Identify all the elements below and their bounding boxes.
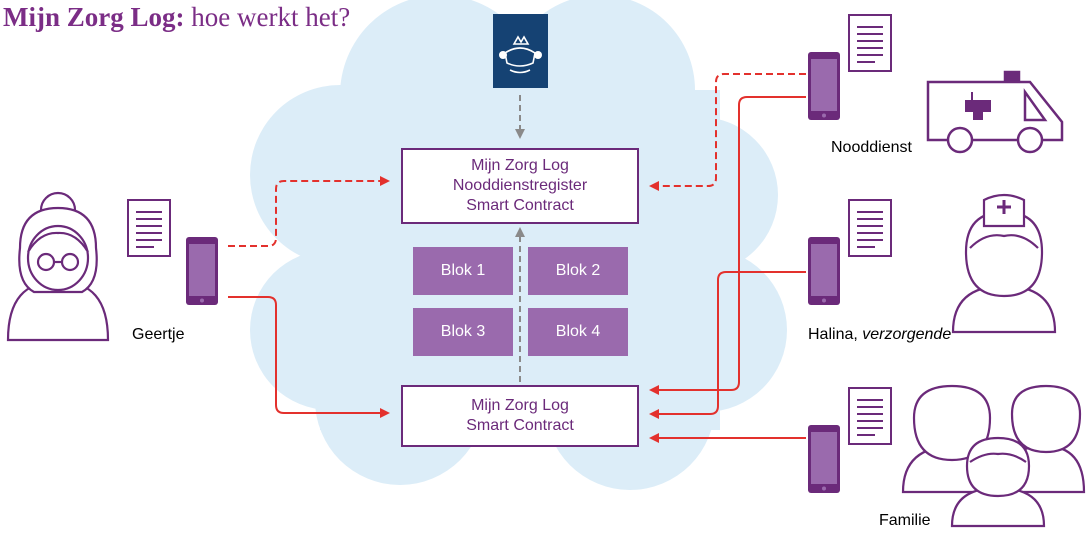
smartphone-icon (808, 237, 840, 305)
document-icon (848, 14, 892, 72)
nurse-icon (951, 193, 1057, 334)
registry-line-3: Smart Contract (466, 197, 574, 214)
registry-line-1: Mijn Zorg Log (471, 157, 569, 174)
title-rest: hoe werkt het? (184, 2, 351, 32)
contract-line-2: Smart Contract (466, 417, 574, 434)
block-4: Blok 4 (528, 308, 628, 356)
document-icon (848, 387, 892, 445)
registry-line-2: Nooddienstregister (452, 177, 588, 194)
label-halina-role: verzorgende (862, 326, 952, 343)
label-halina-name: Halina, (808, 326, 858, 343)
label-nooddienst: Nooddienst (831, 139, 912, 156)
family-icon (901, 384, 1086, 528)
smartphone-icon (186, 237, 218, 305)
block-2: Blok 2 (528, 247, 628, 295)
registry-smart-contract-box: Mijn Zorg Log Nooddienstregister Smart C… (401, 148, 639, 224)
label-geertje: Geertje (132, 326, 185, 343)
contract-line-1: Mijn Zorg Log (471, 397, 569, 414)
smartphone-icon (808, 52, 840, 120)
person-icon (6, 191, 110, 342)
page-title: Mijn Zorg Log: hoe werkt het? (3, 2, 350, 33)
smartphone-icon (808, 425, 840, 493)
arrow-halina-to-contract (649, 271, 806, 419)
smart-contract-box: Mijn Zorg Log Smart Contract (401, 385, 639, 447)
government-logo-icon (493, 14, 548, 88)
label-familie: Familie (879, 512, 931, 529)
arrow-nooddienst-to-contract (649, 96, 806, 395)
document-icon (127, 199, 171, 257)
document-icon (848, 199, 892, 257)
arrow-geertje-to-contract (228, 296, 390, 418)
title-bold: Mijn Zorg Log: (3, 2, 185, 32)
block-3: Blok 3 (413, 308, 513, 356)
label-halina: Halina, verzorgende (808, 326, 951, 344)
block-1: Blok 1 (413, 247, 513, 295)
ambulance-icon (926, 70, 1064, 154)
arrow-nooddienst-to-registry (649, 73, 806, 191)
arrow-geertje-to-registry (228, 176, 390, 247)
